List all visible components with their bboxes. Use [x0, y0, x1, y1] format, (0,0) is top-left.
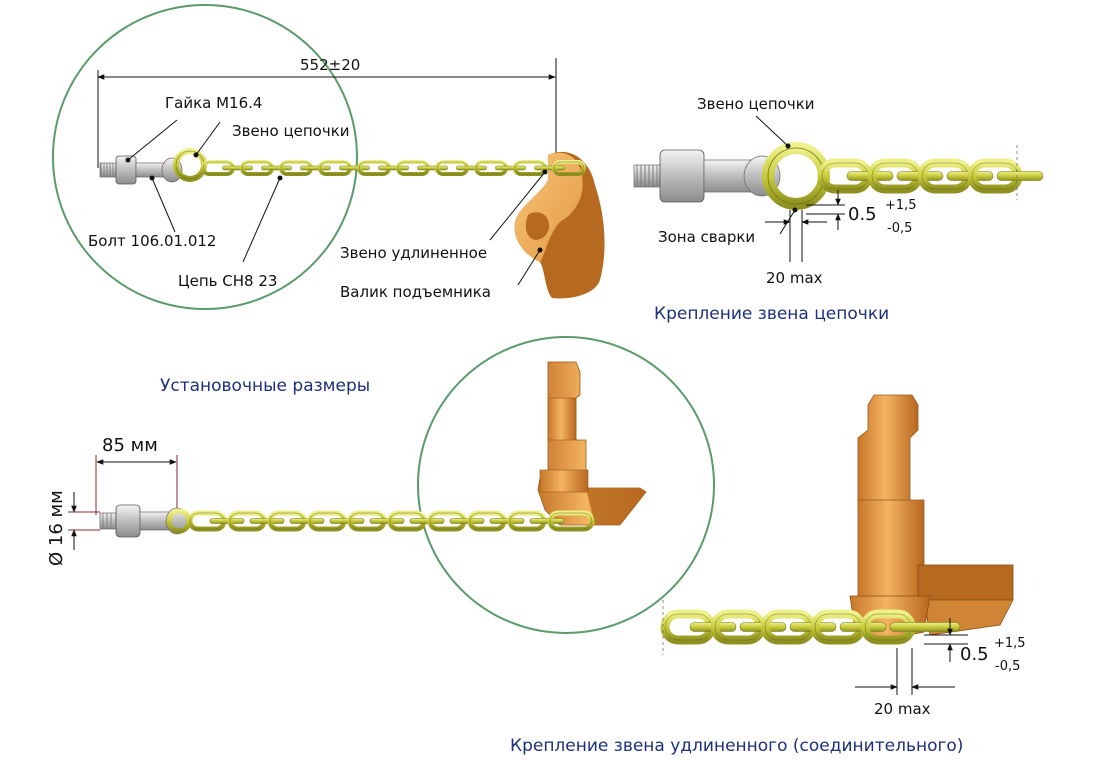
max-label-2: 20 max	[874, 700, 931, 718]
detail-nut	[659, 149, 705, 203]
chain-link	[489, 518, 525, 524]
bolt-label: Болт 106.01.012	[88, 232, 216, 250]
chain-top	[201, 160, 586, 176]
dim-552-label: 552±20	[300, 56, 360, 74]
chain-link	[529, 518, 565, 524]
chain-link	[339, 165, 370, 171]
install-chain	[187, 510, 595, 532]
detail-bottom-chain	[660, 609, 961, 645]
max-label-1: 20 max	[766, 269, 823, 287]
dim-85-label: 85 мм	[102, 435, 158, 456]
detail-extended-link: 0.5 +1,5 -0,5 20 max	[660, 394, 1026, 718]
weld-tol-2: 0.5	[960, 644, 989, 665]
zoom-circle-top	[52, 4, 358, 310]
chain-link	[369, 518, 405, 524]
weld-tol-plus-2: +1,5	[994, 636, 1026, 651]
nut-label: Гайка М16.4	[165, 94, 262, 112]
chain-link	[222, 165, 253, 171]
chain-link	[417, 165, 448, 171]
install-assembly: 85 мм Ø 16 мм	[46, 336, 715, 634]
chain-link-label: Звено цепочки	[232, 122, 350, 140]
chain-link	[495, 165, 526, 171]
roller-hole	[525, 212, 550, 240]
top-assembly: 552±20 Гайка М16.4 Звено цепочки Болт 10…	[52, 4, 605, 310]
chain-link	[378, 165, 409, 171]
install-nut	[115, 504, 141, 538]
install-bolt-shank	[139, 511, 171, 531]
detail-link-label: Звено цепочки	[697, 95, 815, 113]
diameter-label: Ø 16 мм	[46, 490, 67, 566]
chain-link	[300, 165, 331, 171]
chain-link	[996, 171, 1044, 181]
chain-link	[534, 165, 565, 171]
caption-detail-1: Крепление звена цепочки	[654, 304, 889, 324]
bolt-thread	[99, 162, 117, 178]
chain-link	[456, 165, 487, 171]
caption-install: Установочные размеры	[160, 376, 370, 396]
weld-tol-1: 0.5	[848, 204, 877, 225]
chain-label: Цепь СН8 23	[178, 272, 277, 290]
chain-link	[209, 518, 245, 524]
zoom-circle-mid	[417, 336, 715, 634]
chain-link	[289, 518, 325, 524]
detail-chain	[817, 158, 1044, 194]
chain-link	[889, 622, 961, 632]
chain-link	[449, 518, 485, 524]
caption-detail-2: Крепление звена удлиненного (соединитель…	[510, 736, 963, 756]
extended-link-label: Звено удлиненное	[340, 244, 487, 262]
detail-pin-body	[857, 499, 925, 601]
weld-tol-minus-1: -0,5	[887, 221, 912, 236]
detail-pin-base	[917, 564, 1014, 601]
detail-bolt-thread	[633, 164, 661, 188]
detail-chain-link: Звено цепочки Зона сварки 0.5 +1,5 -0,5 …	[633, 95, 1044, 287]
chain-link	[249, 518, 285, 524]
weld-tol-plus-1: +1,5	[885, 198, 917, 213]
detail-pin-top	[857, 394, 919, 506]
chain-link	[261, 165, 292, 171]
roller-label: Валик подъемника	[340, 283, 491, 301]
weld-zone-label: Зона сварки	[658, 228, 755, 246]
weld-tol-minus-2: -0,5	[995, 659, 1020, 674]
install-bolt-thread	[99, 512, 117, 530]
chain-link	[409, 518, 445, 524]
chain-link	[329, 518, 365, 524]
